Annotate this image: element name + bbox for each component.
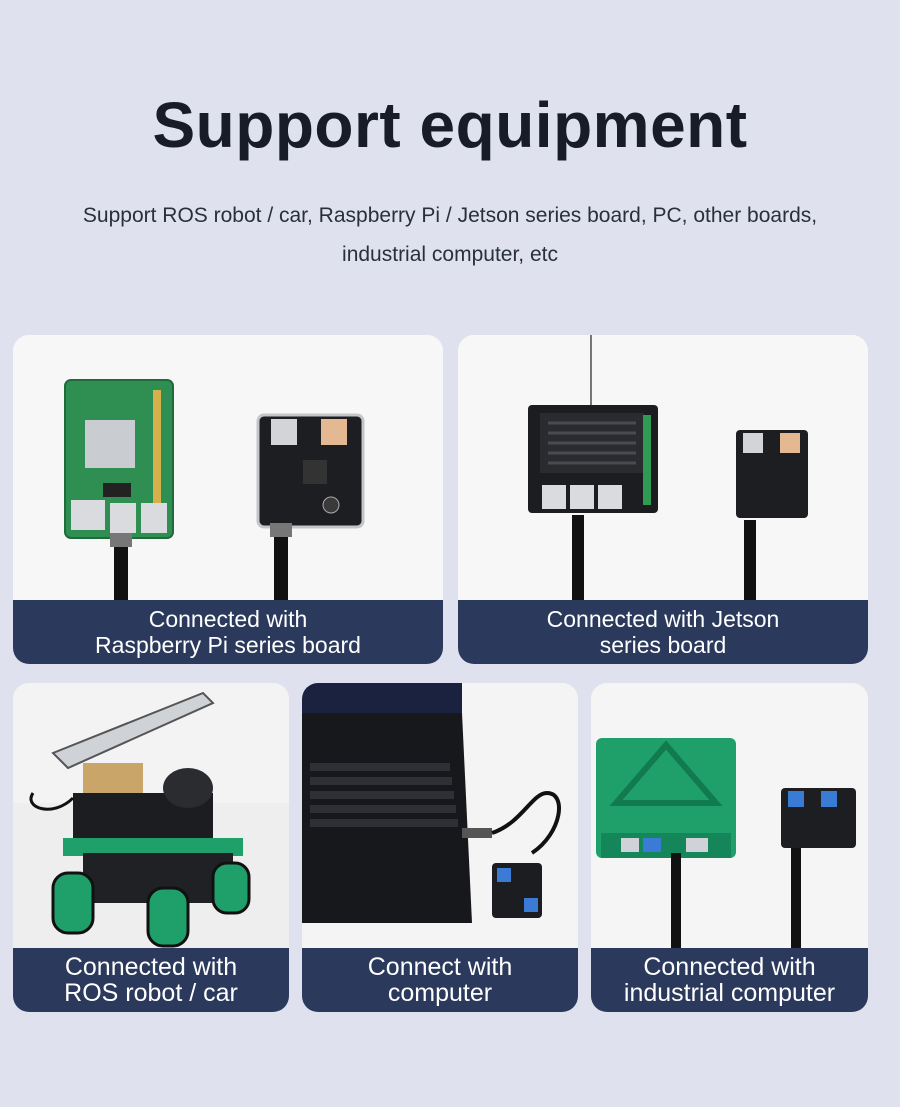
card-computer: Connect with computer [302, 683, 578, 1012]
card-jetson: Connected with Jetson series board [458, 335, 868, 664]
card-industrial-computer: Connected with industrial computer [591, 683, 868, 1012]
caption-line-1: Connect with [367, 953, 513, 981]
jetson-photo [458, 335, 868, 600]
card-raspberry-pi: Connected with Raspberry Pi series board [13, 335, 443, 664]
subtitle-line-2: industrial computer, etc [342, 243, 558, 266]
caption-line-2: ROS robot / car [64, 979, 238, 1007]
card-caption: Connected with Raspberry Pi series board [13, 600, 443, 664]
card-ros-robot: Connected with ROS robot / car [13, 683, 289, 1012]
raspberry-pi-photo [13, 335, 443, 600]
caption-line-2: Raspberry Pi series board [95, 632, 361, 658]
laptop-photo [302, 683, 578, 948]
caption-line-1: Connected with Jetson [546, 606, 780, 632]
page-title: Support equipment [152, 89, 748, 161]
card-caption: Connect with computer [302, 948, 578, 1012]
caption-line-2: series board [599, 632, 727, 658]
subtitle-line-1: Support ROS robot / car, Raspberry Pi / … [82, 204, 818, 227]
card-caption: Connected with industrial computer [591, 948, 868, 1012]
caption-line-1: Connected with [148, 606, 308, 632]
card-caption: Connected with Jetson series board [458, 600, 868, 664]
caption-line-2: computer [387, 979, 493, 1007]
caption-line-2: industrial computer [623, 979, 836, 1007]
industrial-computer-photo [591, 683, 868, 948]
card-caption: Connected with ROS robot / car [13, 948, 289, 1012]
caption-line-1: Connected with [643, 953, 816, 981]
caption-line-1: Connected with [64, 953, 238, 981]
page-subtitle: Support ROS robot / car, Raspberry Pi / … [40, 196, 860, 274]
ros-robot-photo [13, 683, 289, 948]
